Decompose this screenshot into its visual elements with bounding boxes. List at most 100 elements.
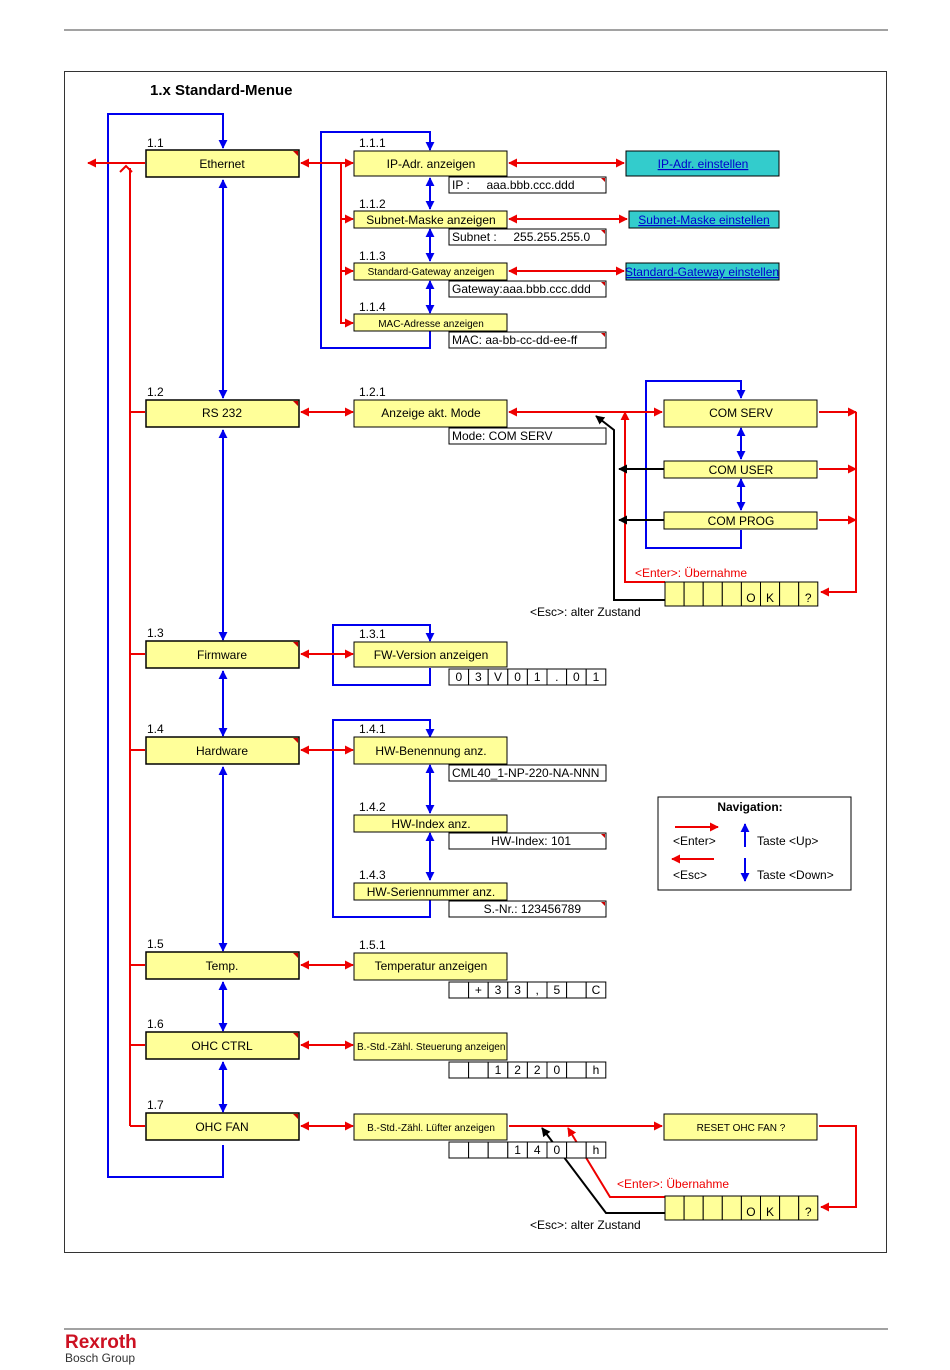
- reset-ohc-fan-box[interactable]: RESET OHC FAN ?: [663, 1113, 818, 1141]
- svg-text:HW-Index: 101: HW-Index: 101: [491, 834, 571, 848]
- svg-text:1.2: 1.2: [147, 385, 164, 399]
- cell-char: O: [746, 591, 755, 605]
- legend-up-label: Taste <Up>: [757, 834, 818, 848]
- svg-text:1.3: 1.3: [147, 626, 164, 640]
- value-cell: [468, 1061, 489, 1079]
- svg-text:1.1.3: 1.1.3: [359, 249, 386, 263]
- sub-item-hw-serial[interactable]: 1.4.3 HW-Seriennummer anz. S.-Nr.: 12345…: [353, 868, 607, 918]
- cell-char: 3: [475, 670, 482, 684]
- sub-menu: 1.1.1 IP-Adr. anzeigen IP : aaa.bbb.ccc.…: [353, 136, 607, 1141]
- sub-item-hw-name[interactable]: 1.4.1 HW-Benennung anz. CML40_1-NP-220-N…: [353, 722, 607, 782]
- sub-item-fw-version[interactable]: 1.3.1 FW-Version anzeigen: [353, 627, 508, 668]
- cell-char: 0: [573, 670, 580, 684]
- cell-char: 0: [553, 1063, 560, 1077]
- svg-text:OHC CTRL: OHC CTRL: [191, 1039, 253, 1053]
- svg-text:1.1.2: 1.1.2: [359, 197, 386, 211]
- sub-item-subnet-mask[interactable]: 1.1.2 Subnet-Maske anzeigen Subnet : 255…: [353, 197, 607, 246]
- value-cell: [798, 1195, 819, 1221]
- svg-text:CML40_1-NP-220-NA-NNN: CML40_1-NP-220-NA-NNN: [452, 766, 599, 780]
- svg-text:1.4: 1.4: [147, 722, 164, 736]
- svg-text:Subnet-Maske anzeigen: Subnet-Maske anzeigen: [366, 213, 495, 227]
- cell-char: 1: [514, 1143, 521, 1157]
- svg-text:1.2.1: 1.2.1: [359, 385, 386, 399]
- legend-enter-label: <Enter>: [673, 834, 716, 848]
- svg-text:IP-Adr. einstellen[interactable]: IP-Adr. einstellen: [658, 157, 749, 171]
- mode-com-prog[interactable]: COM PROG: [663, 511, 818, 530]
- svg-text:Standard-Gateway einstellen[interactable]: Standard-Gateway einstellen: [625, 265, 779, 279]
- value-cell: [566, 981, 587, 999]
- svg-text:Subnet : 255.255.255.0: Subnet : 255.255.255.0: [452, 230, 590, 244]
- sub-item-ip-address[interactable]: 1.1.1 IP-Adr. anzeigen IP : aaa.bbb.ccc.…: [353, 136, 607, 194]
- sub-item-current-mode[interactable]: 1.2.1 Anzeige akt. Mode Mode: COM SERV: [353, 385, 607, 445]
- enter-note-rs232: <Enter>: Übernahme: [635, 566, 747, 580]
- cell-char: ?: [805, 1205, 812, 1219]
- main-item-ohc-fan[interactable]: 1.7 OHC FAN: [145, 1098, 300, 1141]
- main-item-hardware[interactable]: 1.4 Hardware: [145, 722, 300, 765]
- value-cell: [721, 581, 742, 607]
- set-ip-link[interactable]: IP-Adr. einstellen: [625, 150, 780, 177]
- cell-char: C: [592, 983, 601, 997]
- cell-char: ?: [805, 591, 812, 605]
- svg-text:1.4.1: 1.4.1: [359, 722, 386, 736]
- legend-esc-label: <Esc>: [673, 868, 707, 882]
- diagram-title: 1.x Standard-Menue: [150, 82, 293, 99]
- set-links: IP-Adr. einstellen Subnet-Maske einstell…: [625, 150, 780, 281]
- mode-com-serv[interactable]: COM SERV: [663, 399, 818, 428]
- svg-text:RESET OHC FAN ?: RESET OHC FAN ?: [697, 1123, 786, 1134]
- sub-item-hw-index[interactable]: 1.4.2 HW-Index anz. HW-Index: 101: [353, 800, 607, 850]
- svg-text:B.-Std.-Zähl. Lüfter anzeigen: B.-Std.-Zähl. Lüfter anzeigen: [367, 1123, 495, 1134]
- legend-title: Navigation:: [717, 800, 782, 814]
- svg-text:IP : aaa.bbb.ccc.ddd: IP : aaa.bbb.ccc.ddd: [452, 178, 575, 192]
- svg-text:Subnet-Maske einstellen[interactable]: Subnet-Maske einstellen: [638, 213, 769, 227]
- red-enter-lines: [87, 158, 857, 1212]
- svg-text:Gateway:aaa.bbb.ccc.ddd: Gateway:aaa.bbb.ccc.ddd: [452, 282, 591, 296]
- value-cell: [721, 1195, 742, 1221]
- value-cell: [702, 581, 723, 607]
- value-cell: [448, 1141, 470, 1159]
- brand-logo: Rexroth: [65, 1332, 137, 1353]
- sub-item-standard-gateway[interactable]: 1.1.3 Standard-Gateway anzeigen Gateway:…: [353, 249, 607, 298]
- sub-item-ctrl-hours[interactable]: B.-Std.-Zähl. Steuerung anzeigen: [353, 1032, 508, 1061]
- main-item-ohc-ctrl[interactable]: 1.6 OHC CTRL: [145, 1017, 300, 1060]
- mode-com-user[interactable]: COM USER: [663, 460, 818, 479]
- set-gateway-link[interactable]: Standard-Gateway einstellen: [625, 262, 780, 281]
- svg-text:IP-Adr. anzeigen: IP-Adr. anzeigen: [387, 157, 476, 171]
- cell-char: 5: [553, 983, 560, 997]
- svg-text:COM USER: COM USER: [709, 463, 774, 477]
- svg-text:Temp.: Temp.: [206, 959, 239, 973]
- svg-text:HW-Seriennummer anz.: HW-Seriennummer anz.: [367, 885, 495, 899]
- svg-text:1.1.4: 1.1.4: [359, 300, 386, 314]
- main-menu: 1.1 Ethernet 1.2 RS 232 1.3 Firmware 1.4…: [145, 136, 300, 1141]
- value-cell: [448, 981, 470, 999]
- svg-text:Hardware: Hardware: [196, 744, 248, 758]
- value-cell: [566, 1061, 587, 1079]
- cell-char: V: [494, 670, 502, 684]
- sub-item-mac-address[interactable]: 1.1.4 MAC-Adresse anzeigen MAC: aa-bb-cc…: [353, 300, 607, 349]
- navigation-legend: Navigation: <Enter> <Esc> Taste <Up> Tas…: [657, 796, 852, 891]
- set-subnet-link[interactable]: Subnet-Maske einstellen: [628, 210, 780, 229]
- sub-item-fan-hours[interactable]: B.-Std.-Zähl. Lüfter anzeigen: [353, 1113, 508, 1141]
- cell-char: .: [555, 670, 558, 684]
- main-item-rs232[interactable]: 1.2 RS 232: [145, 385, 300, 428]
- svg-text:RS 232: RS 232: [202, 406, 242, 420]
- value-cell: [702, 1195, 723, 1221]
- main-item-temp[interactable]: 1.5 Temp.: [145, 937, 300, 980]
- cell-char: h: [593, 1063, 600, 1077]
- sub-item-temperature[interactable]: 1.5.1 Temperatur anzeigen: [353, 938, 508, 981]
- cell-char: +: [475, 983, 482, 997]
- cell-char: 0: [553, 1143, 560, 1157]
- value-cell: [468, 1141, 489, 1159]
- value-cell: [585, 981, 607, 999]
- value-cell: [585, 1141, 607, 1159]
- esc-note-fan: <Esc>: alter Zustand: [530, 1218, 641, 1232]
- svg-text:Firmware: Firmware: [197, 648, 247, 662]
- main-item-ethernet[interactable]: 1.1 Ethernet: [145, 136, 300, 178]
- cell-char: 2: [534, 1063, 541, 1077]
- svg-text:S.-Nr.: 123456789: S.-Nr.: 123456789: [484, 902, 582, 916]
- cell-char: K: [766, 1205, 774, 1219]
- main-item-firmware[interactable]: 1.3 Firmware: [145, 626, 300, 669]
